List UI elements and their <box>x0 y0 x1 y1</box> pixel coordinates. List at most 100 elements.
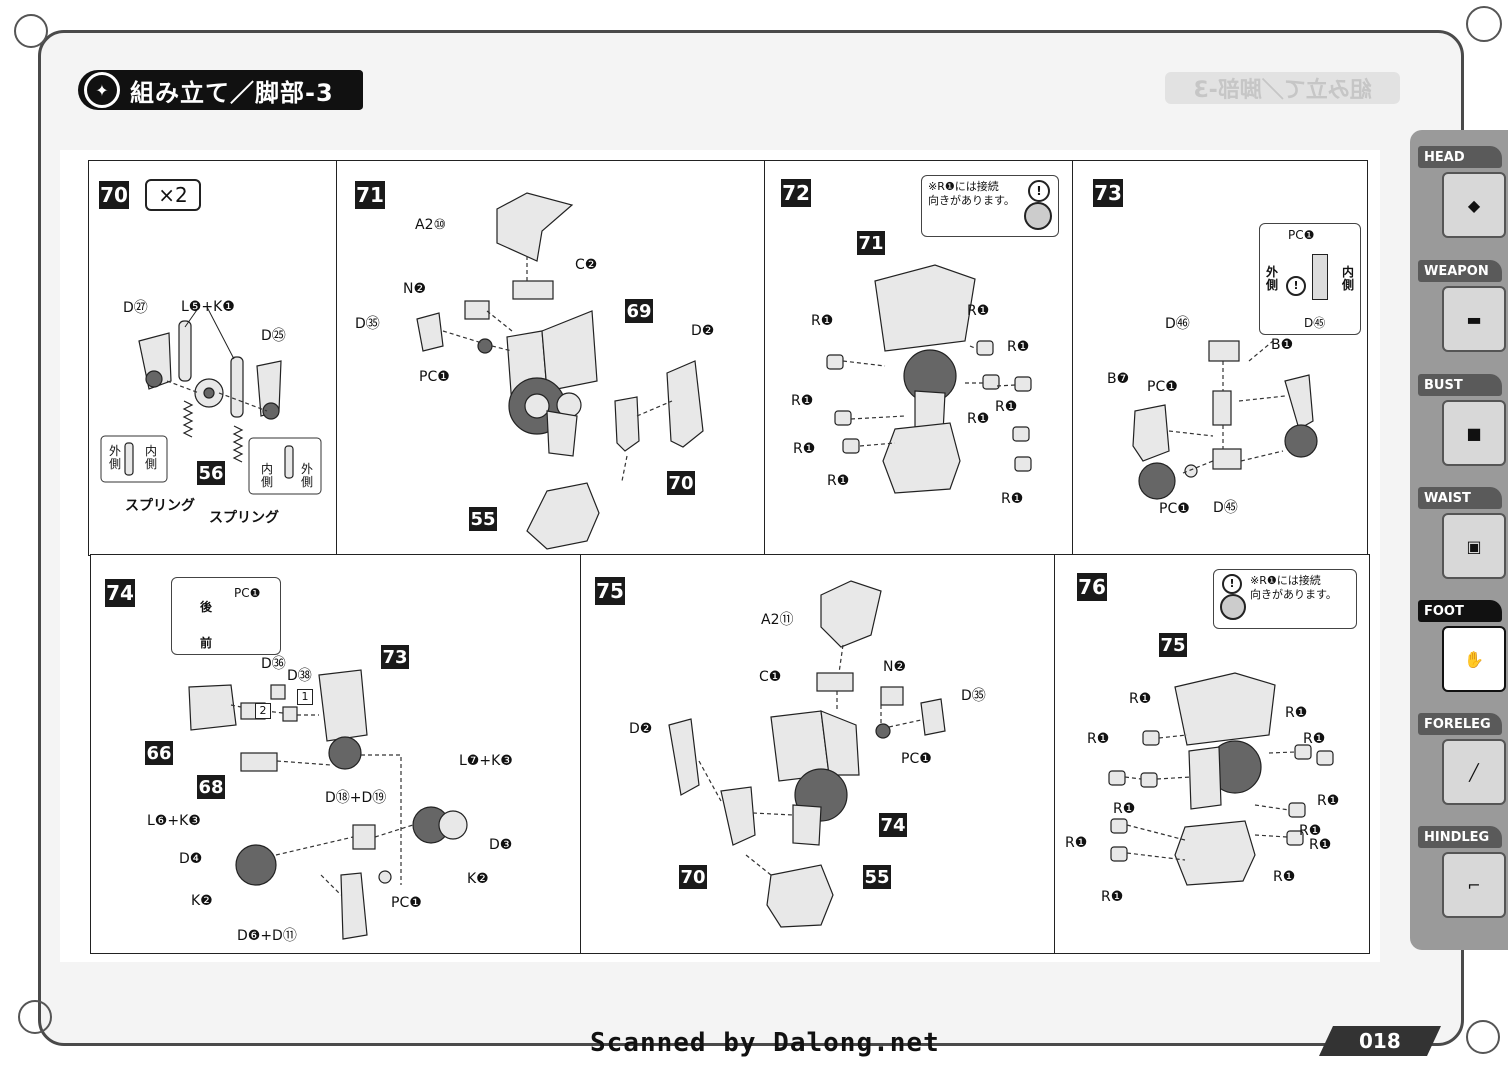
part-69: 69 <box>625 299 653 323</box>
part-56: 56 <box>197 461 225 485</box>
label-n2: N❷ <box>403 281 427 297</box>
label-spring-1: スプリング <box>125 498 195 514</box>
tab-label: WEAPON <box>1418 260 1502 282</box>
ghost-title: 組み立て／脚部-3 <box>1165 72 1400 104</box>
label-a2-10: A2⑩ <box>415 217 447 233</box>
label-k2-right: K❷ <box>467 871 489 887</box>
label-d18d19: D⑱+D⑲ <box>325 790 387 806</box>
head-thumbnail-icon: ◆ <box>1442 172 1506 238</box>
step-71-panel: 71 A2⑩ C❷ N❷ D㉟ 69 D❷ PC❶ 70 55 <box>336 160 766 556</box>
step-71-diagram <box>416 192 704 550</box>
label-r-3: R❶ <box>1087 731 1110 747</box>
label-r-6: R❶ <box>967 411 990 427</box>
step-72-diagram <box>826 264 1032 494</box>
label-r-7: R❶ <box>793 441 816 457</box>
scanner-watermark: Scanned by Dalong.net <box>590 1028 940 1058</box>
weapon-thumbnail-icon: ▬ <box>1442 286 1506 352</box>
label-r-4: R❶ <box>791 393 814 409</box>
label-c1: C❶ <box>759 669 782 685</box>
label-pcn: PC❶ <box>1147 379 1178 395</box>
side-tab-head[interactable]: HEAD ◆ <box>1418 146 1506 246</box>
label-r-8: R❶ <box>827 473 850 489</box>
tab-label: WAIST <box>1418 487 1502 509</box>
side-tab-foreleg[interactable]: FORELEG ╱ <box>1418 713 1506 813</box>
label-b7: B❼ <box>1107 371 1130 387</box>
label-d35: D㉟ <box>355 316 380 332</box>
page-title: 組み立て／脚部-3 <box>130 78 334 107</box>
label-d36: D㊱ <box>261 656 286 672</box>
part-66: 66 <box>145 741 173 765</box>
label-back: 後 <box>200 600 213 614</box>
page-number-text: 018 <box>1359 1029 1401 1053</box>
label-pcj: PC❶ <box>1159 501 1190 517</box>
tab-label: HINDLEG <box>1418 826 1502 848</box>
screw-icon <box>1466 1020 1500 1054</box>
note-text: ※R❶には接続 向きがあります。 <box>928 180 1015 207</box>
label-d27: D㉗ <box>123 300 148 316</box>
label-r-8: R❶ <box>1065 835 1088 851</box>
side-tab-waist[interactable]: WAIST ▣ <box>1418 487 1506 587</box>
label-outer2: 外側 <box>301 462 314 489</box>
step-72-panel: 72 ※R❶には接続 向きがあります。 ! 71 R❶ R❶ R❶ R❶ R❶ … <box>764 160 1074 556</box>
label-d2: D❷ <box>629 721 653 737</box>
label-r-9: R❶ <box>1001 491 1024 507</box>
step-number: 72 <box>781 179 811 207</box>
part-71: 71 <box>857 231 885 255</box>
warning-icon: ! <box>1286 276 1306 296</box>
step-76-diagram <box>1108 672 1334 886</box>
label-r-5: R❶ <box>995 399 1018 415</box>
step-number: 71 <box>355 181 385 209</box>
label-front: 前 <box>200 636 213 650</box>
label-l6k3: L❻+K❸ <box>147 813 201 829</box>
direction-note: ! ※R❶には接続 向きがあります。 <box>1213 569 1357 629</box>
step-number: 73 <box>1093 179 1123 207</box>
part-55: 55 <box>863 865 891 889</box>
label-r-5: R❶ <box>1317 793 1340 809</box>
label-d6d11: D❻+D⑪ <box>237 928 297 944</box>
hindleg-thumbnail-icon: ⌐ <box>1442 852 1506 918</box>
side-tab-weapon[interactable]: WEAPON ▬ <box>1418 260 1506 360</box>
step-number: 75 <box>595 577 625 605</box>
inset-pcn: PC❶ <box>1288 228 1315 242</box>
joint-icon <box>1024 202 1052 230</box>
part-75: 75 <box>1159 633 1187 657</box>
label-d38: D㊳ <box>287 668 312 684</box>
inset-d45: D㊺ <box>1304 316 1326 330</box>
label-r-9: R❶ <box>1309 837 1332 853</box>
waist-thumbnail-icon: ▣ <box>1442 513 1506 579</box>
marker-2: 2 <box>255 703 271 719</box>
side-tab-foot[interactable]: FOOT ✋ <box>1418 600 1506 700</box>
tab-label: BUST <box>1418 374 1502 396</box>
orientation-inset: PC❶ 外側 ! 内側 D㊺ <box>1259 223 1361 335</box>
part-73: 73 <box>381 645 409 669</box>
inset-inner: 内側 <box>1342 265 1355 292</box>
label-spring-2: スプリング <box>209 510 279 526</box>
side-tab-bust[interactable]: BUST ■ <box>1418 374 1506 474</box>
label-inner: 内側 <box>145 444 158 471</box>
joint-icon <box>1220 594 1246 620</box>
page-number: 018 <box>1319 1026 1441 1056</box>
label-pcn-inset: PC❶ <box>234 586 261 600</box>
label-n2: N❷ <box>883 659 907 675</box>
step-74-diagram <box>188 669 468 940</box>
page-title-bar: ✦ 組み立て／脚部-3 <box>78 70 363 110</box>
label-k2-left: K❷ <box>191 893 213 909</box>
screw-icon <box>18 1000 52 1034</box>
label-l5k1: L❺+K❶ <box>181 299 235 315</box>
part-70: 70 <box>679 865 707 889</box>
label-d45: D㊺ <box>1213 500 1238 516</box>
step-number: 76 <box>1077 573 1107 601</box>
label-r-11: R❶ <box>1101 889 1124 905</box>
part-70: 70 <box>667 471 695 495</box>
step-76-panel: 76 ! ※R❶には接続 向きがあります。 75 R❶ R❶ R❶ R❶ R❶ … <box>1054 554 1370 954</box>
label-r-6: R❶ <box>1113 801 1136 817</box>
marker-1: 1 <box>297 689 313 705</box>
step-number: 70 <box>99 181 129 209</box>
direction-note: ※R❶には接続 向きがあります。 ! <box>921 175 1059 237</box>
label-outer: 外側 <box>109 444 122 471</box>
side-tab-hindleg[interactable]: HINDLEG ⌐ <box>1418 826 1506 926</box>
bust-thumbnail-icon: ■ <box>1442 400 1506 466</box>
label-d3: D❸ <box>489 837 513 853</box>
label-r-2: R❶ <box>1285 705 1308 721</box>
foot-thumbnail-icon: ✋ <box>1442 626 1506 692</box>
